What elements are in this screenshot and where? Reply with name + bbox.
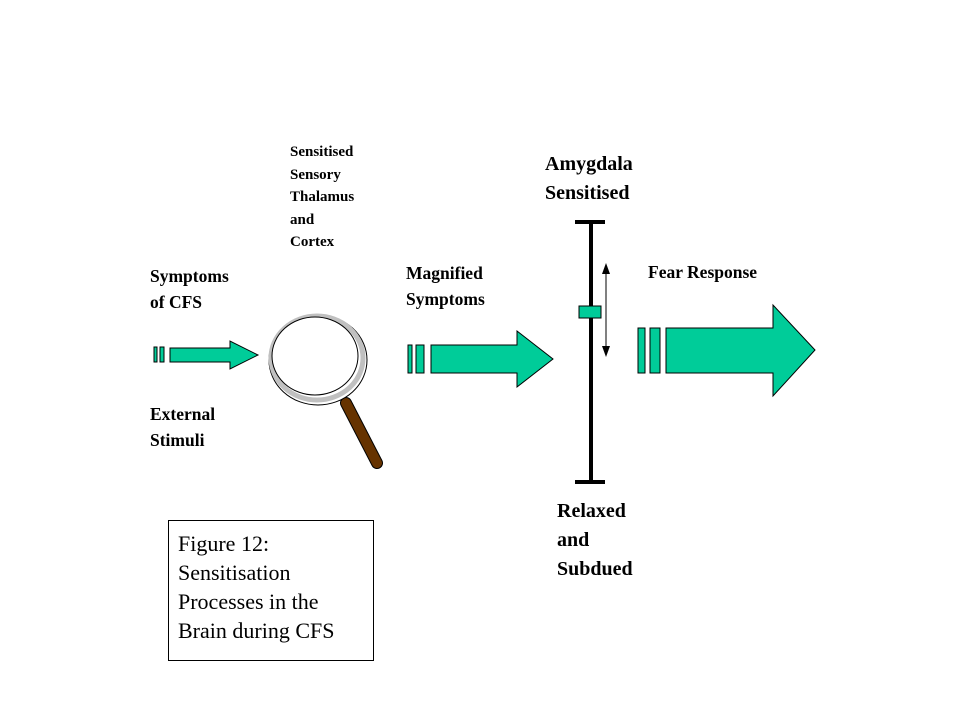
amygdala-scale [575,220,605,484]
sensitised-sensory-line-4: and [290,211,315,228]
magnified-symptoms-label: Magnified Symptoms [406,260,485,312]
input-arrow-body [169,340,260,370]
figure-caption-line-2: Sensitisation [178,560,291,585]
symptoms-of-cfs-line-2: of CFS [150,292,203,312]
external-stimuli-line-1: External [150,404,216,424]
sensitised-sensory-label: Sensitised Sensory Thalamus and Cortex [290,141,354,254]
fear-response-arrow [637,303,816,398]
amygdala-sensitised-line-1: Amygdala [545,153,633,175]
figure-caption-line-4: Brain during CFS [178,618,335,643]
amygdala-sensitised-line-2: Sensitised [545,182,630,204]
sensitised-sensory-line-5: Cortex [290,234,335,250]
down-arrowhead [602,346,610,357]
magnified-symptoms-line-1: Magnified [406,263,483,283]
figure-caption-line-1: Figure 12: [178,531,270,556]
scale-level-marker [578,305,602,319]
relaxed-subdued-line-2: and [557,529,590,551]
external-stimuli-line-2: Stimuli [150,430,205,450]
magnifier-lens [271,316,359,396]
sensitised-sensory-line-3: Thalamus [290,189,355,205]
fear-arrow-stripe-2 [649,327,661,374]
input-arrow-stripe-2 [159,346,165,363]
relaxed-subdued-line-3: Subdued [557,558,633,580]
sensitised-sensory-line-2: Sensory [290,166,341,183]
input-arrow-stripe-1 [153,346,158,363]
external-stimuli-label: External Stimuli [150,401,215,453]
magnifier-handle [341,398,382,468]
input-arrow [153,340,260,370]
fear-response-label: Fear Response [648,262,758,282]
up-arrowhead [602,263,610,274]
magnified-arrow-stripe-1 [407,344,413,374]
amygdala-sensitised-label: Amygdala Sensitised [545,150,633,208]
relaxed-subdued-line-1: Relaxed [557,500,626,522]
magnifying-glass-icon [268,313,383,469]
double-headed-arrow [602,263,610,357]
magnified-arrow-body [430,329,554,389]
figure-caption: Figure 12: Sensitisation Processes in th… [178,529,334,645]
fear-arrow-stripe-1 [637,327,646,374]
fear-arrow-body [665,303,816,398]
symptoms-of-cfs-line-1: Symptoms [150,266,229,286]
magnified-arrow [407,329,554,389]
magnified-symptoms-line-2: Symptoms [406,289,485,309]
figure-caption-box: Figure 12: Sensitisation Processes in th… [168,520,374,661]
magnified-arrow-stripe-2 [415,344,425,374]
relaxed-subdued-label: Relaxed and Subdued [557,497,633,584]
sensitised-sensory-line-1: Sensitised [290,144,354,160]
figure-caption-line-3: Processes in the [178,589,319,614]
symptoms-of-cfs-label: Symptoms of CFS [150,263,229,315]
magnifier-rim [268,313,366,403]
